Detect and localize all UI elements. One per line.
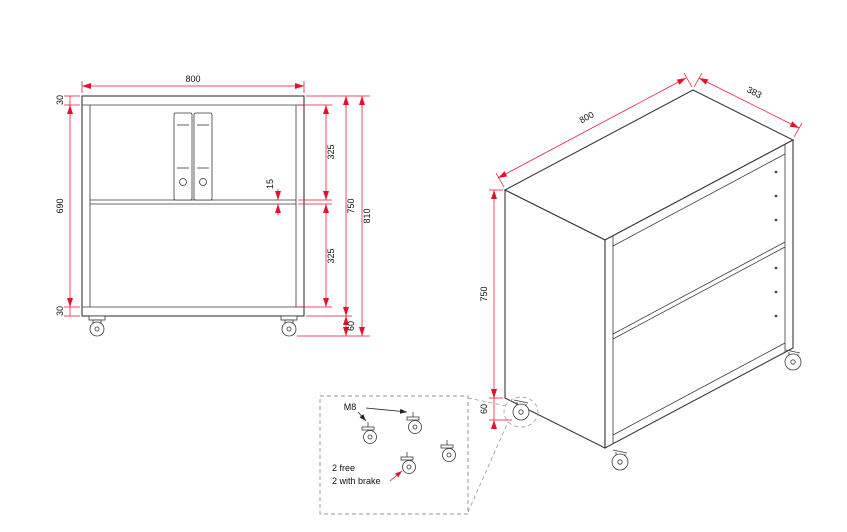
caster-plate <box>406 416 420 421</box>
bolt-leader-arrow-1 <box>357 411 367 422</box>
caster-hub <box>790 359 796 365</box>
binder-2 <box>193 112 213 201</box>
detail-caster-3 <box>400 452 416 474</box>
binder-1-hole <box>179 178 187 186</box>
caster-wheel <box>784 353 802 371</box>
iso-shelf-top-line <box>612 241 786 335</box>
iso-casters <box>512 349 802 471</box>
caster-wheel <box>363 430 377 444</box>
pin-hole <box>774 266 778 270</box>
binder-1 <box>173 112 193 201</box>
iso-shelf-pin-holes <box>774 170 778 318</box>
caster-fr-plate <box>280 315 298 321</box>
front-cabinet-outline <box>81 95 305 317</box>
caster-wheel <box>442 448 456 462</box>
detail-note-free: 2 free <box>332 463 355 473</box>
ext-line <box>495 172 505 188</box>
dim-front-body-height: 750 <box>346 198 356 213</box>
caster-hub <box>518 409 524 415</box>
iso-cabinet <box>503 89 795 449</box>
caster-wheel <box>611 453 629 471</box>
pin-hole <box>774 290 778 294</box>
caster-hub <box>406 464 412 470</box>
detail-note-brake: 2 with brake <box>332 476 381 486</box>
front-cabinet <box>81 95 305 317</box>
pin-hole <box>774 194 778 198</box>
caster-plate <box>513 399 529 404</box>
front-dimensions: 800 30 690 30 15 325 325 <box>55 74 372 337</box>
caster-fl-hub <box>94 326 100 332</box>
binder-2-body <box>193 112 213 201</box>
front-casters <box>88 315 298 337</box>
detail-caster-4 <box>440 440 456 462</box>
caster-hub <box>412 424 418 430</box>
pin-hole <box>774 218 778 222</box>
caster-fl-plate <box>88 315 106 321</box>
dim-front-upper-compartment: 325 <box>326 144 336 159</box>
iso-top-inner-line <box>612 153 786 247</box>
detail-bolt-label: M8 <box>344 402 357 412</box>
dim-front-caster-height: 60 <box>346 321 356 331</box>
caster-front-right <box>280 315 298 337</box>
dim-iso-height: 750 <box>479 286 489 301</box>
front-view: 800 30 690 30 15 325 325 <box>55 74 372 337</box>
pin-hole <box>774 170 778 174</box>
dim-front-width: 800 <box>185 74 200 84</box>
dim-line-iso-depth <box>698 77 800 129</box>
caster-hub <box>617 459 623 465</box>
pin-hole <box>774 314 778 318</box>
detail-zoom-ellipse <box>503 396 539 428</box>
caster-fl-wheel <box>89 321 105 337</box>
dim-iso-width: 800 <box>578 109 596 125</box>
detail-caster-1 <box>361 422 377 444</box>
caster-plate <box>400 456 414 461</box>
caster-fr-wheel <box>281 321 297 337</box>
ext-line <box>693 72 703 88</box>
caster-plate <box>612 449 628 454</box>
iso-view: 800 383 750 60 <box>479 72 803 471</box>
bolt-leader-arrow-2 <box>365 407 408 414</box>
brake-leader-arrow <box>389 470 403 482</box>
detail-leaders <box>467 396 539 513</box>
caster-detail: M8 2 free 2 with brake <box>319 395 469 515</box>
ext-line <box>683 72 693 88</box>
detail-box-border <box>319 395 469 515</box>
caster-plate <box>361 426 375 431</box>
binder-1-body <box>173 112 193 201</box>
caster-fr-hub <box>286 326 292 332</box>
caster-hub <box>367 434 373 440</box>
detail-caster-2 <box>406 412 422 434</box>
caster-wheel <box>402 460 416 474</box>
dim-iso-caster-height: 60 <box>479 404 489 414</box>
iso-bottom-inner-line <box>612 342 786 436</box>
caster-iso-front <box>611 449 629 471</box>
caster-iso-right <box>784 349 802 371</box>
caster-front-left <box>88 315 106 337</box>
caster-plate <box>440 444 454 449</box>
dim-front-shelf-thickness: 15 <box>265 179 275 189</box>
dim-front-total-height: 810 <box>362 208 372 223</box>
detail-leader-bottom <box>467 421 509 513</box>
caster-plate <box>785 349 801 354</box>
dim-line-iso-width <box>497 77 687 179</box>
iso-shelf-bottom-line <box>612 246 786 340</box>
iso-front-face <box>604 139 794 449</box>
caster-hub <box>446 452 452 458</box>
front-binders <box>173 112 213 201</box>
binder-2-hole <box>199 178 207 186</box>
dim-front-lower-compartment: 325 <box>326 248 336 263</box>
caster-iso-left <box>512 399 530 421</box>
dim-iso-depth: 383 <box>745 84 763 100</box>
dim-front-top-panel: 30 <box>55 95 65 105</box>
dim-front-inner-height: 690 <box>55 198 65 213</box>
ext-line <box>793 122 803 138</box>
caster-wheel <box>408 420 422 434</box>
caster-wheel <box>512 403 530 421</box>
dim-front-bottom-panel: 30 <box>55 306 65 316</box>
